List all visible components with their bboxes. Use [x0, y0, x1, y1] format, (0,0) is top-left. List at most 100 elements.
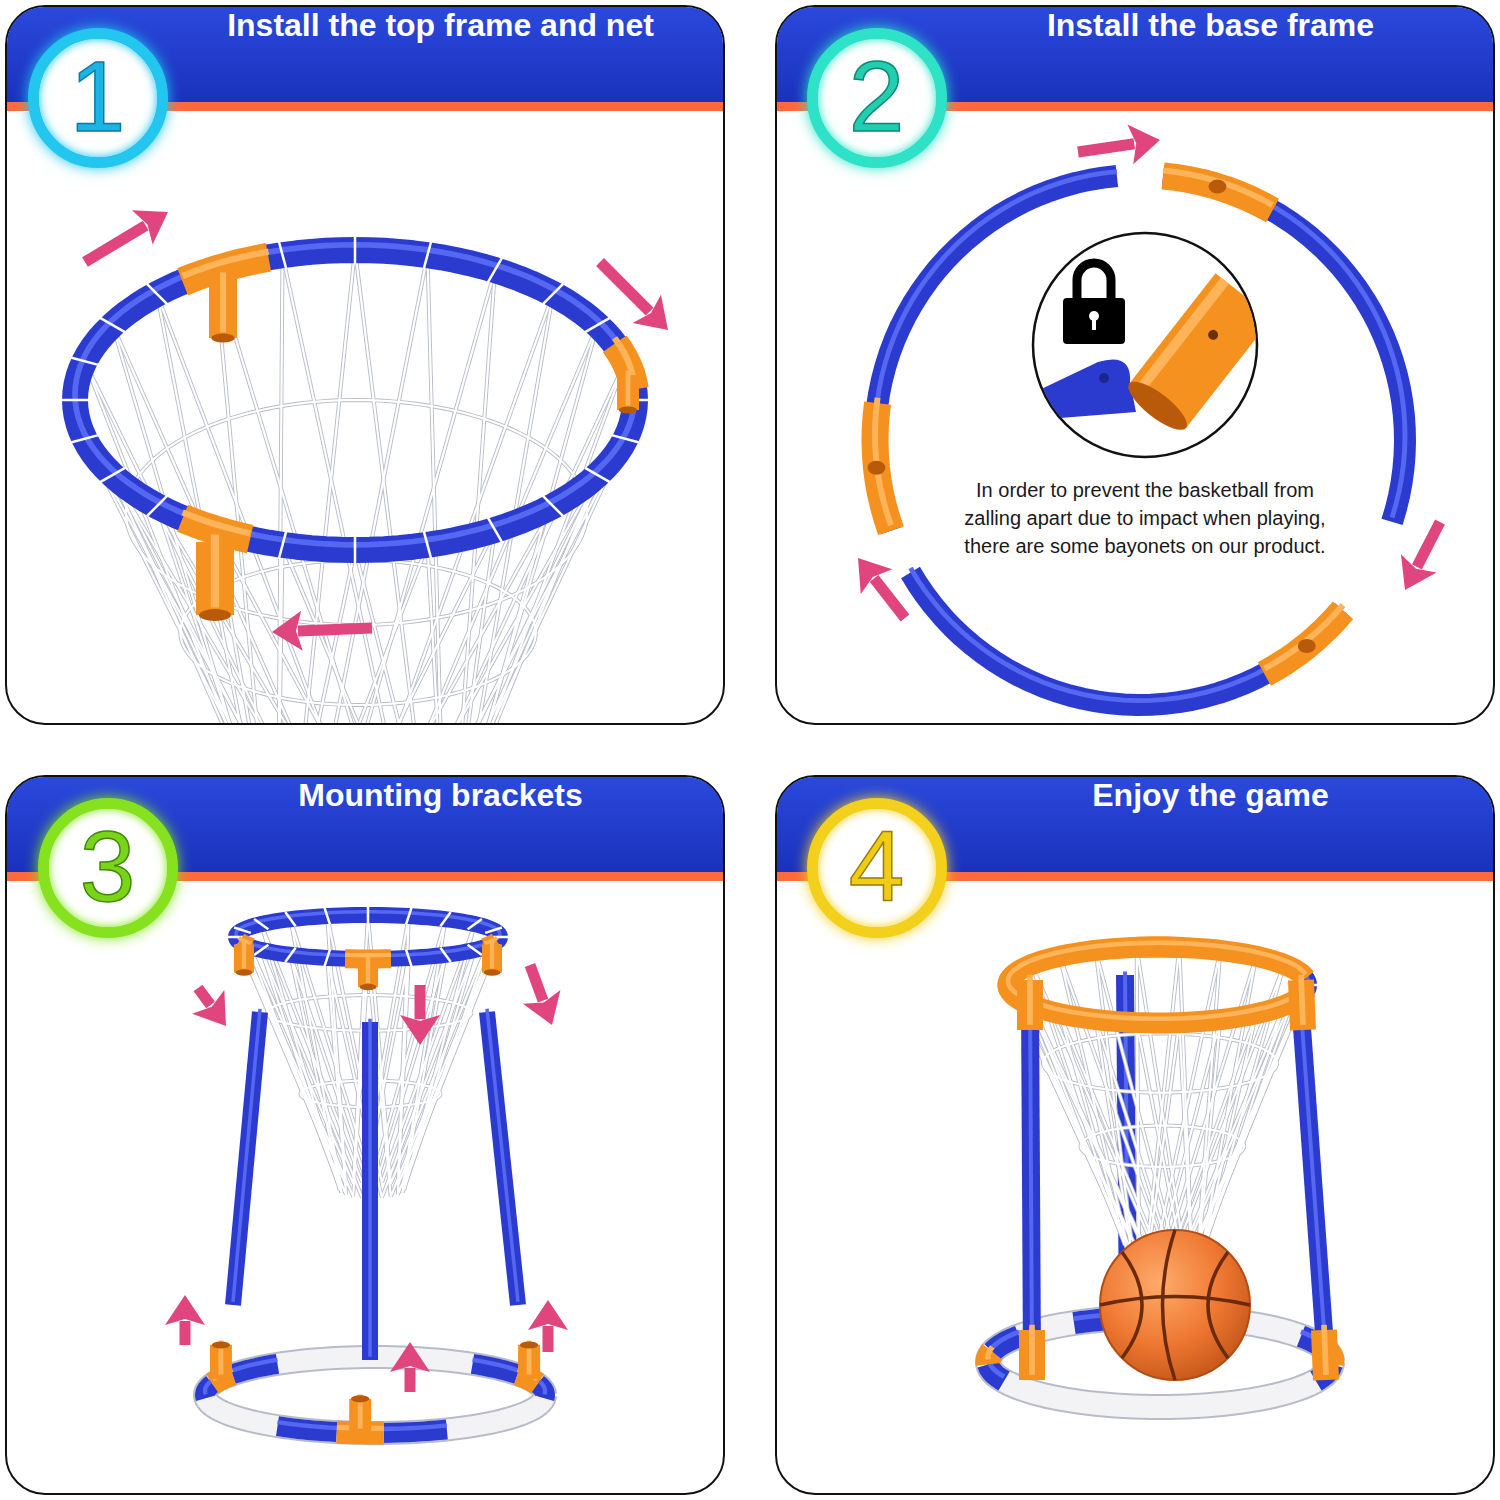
orange-connector-shine — [1163, 171, 1272, 205]
net-lace — [468, 945, 482, 955]
stem-end — [211, 334, 235, 343]
net-cord — [283, 545, 390, 723]
hoop-rim — [1008, 947, 1308, 1023]
panel-4-art — [988, 938, 1332, 1407]
lock-shackle — [1077, 263, 1111, 300]
pink-arrow-head — [1401, 554, 1437, 590]
pink-arrow-head — [858, 558, 892, 594]
net-lace — [440, 948, 450, 962]
basketball-seam — [1208, 1252, 1228, 1358]
net-cord — [1096, 950, 1132, 1239]
pink-arrow-shaft — [530, 965, 543, 1001]
base-tube-shine — [232, 1360, 277, 1370]
net-cord-shadow — [1043, 1033, 1277, 1092]
pink-arrow-head — [528, 1300, 568, 1330]
orange-connector-shine — [1137, 940, 1184, 945]
net-lace — [488, 258, 502, 283]
net-lace — [324, 908, 329, 925]
net-lace — [585, 318, 610, 332]
pink-arrow-shaft — [543, 1326, 554, 1352]
pink-arrow-head — [132, 210, 168, 244]
net-cord — [283, 255, 390, 723]
pink-arrow-head — [523, 990, 561, 1025]
orange-elbow-shine — [1029, 1325, 1035, 1375]
pink-arrow-shaft — [198, 988, 211, 1005]
panel-1-art — [61, 210, 668, 723]
step-number-badge: 2 — [807, 28, 947, 168]
pink-arrow-shaft — [180, 1321, 191, 1345]
step-title: Mounting brackets — [172, 777, 709, 872]
pink-arrow-head — [633, 295, 668, 330]
net-lace — [543, 496, 563, 516]
net-cord-shadow — [330, 255, 427, 723]
net-cord — [279, 255, 283, 723]
net-lace — [100, 318, 125, 332]
orange-connector — [1008, 947, 1307, 1023]
inset-art — [1035, 263, 1272, 437]
support-leg-shine — [233, 1009, 260, 1302]
pink-arrow-shaft — [298, 628, 372, 631]
step-number-badge: 3 — [38, 798, 178, 938]
hoop-rim — [75, 250, 635, 550]
support-leg-shine — [368, 1019, 372, 1357]
net-lace — [424, 531, 431, 559]
net-cord-shadow — [1096, 950, 1132, 1239]
base-tube-shine — [992, 1332, 1019, 1348]
net-lace — [279, 241, 286, 269]
stem-end — [351, 1395, 369, 1402]
net-cord — [330, 255, 427, 723]
net-lace — [367, 906, 370, 924]
stem-end — [199, 609, 231, 621]
net-lace — [254, 945, 268, 955]
step-title: Enjoy the game — [942, 777, 1479, 872]
base-frame-arc — [911, 573, 1343, 705]
step-number: 4 — [818, 809, 936, 927]
orange-stem-shine — [490, 941, 494, 969]
stem-end — [520, 1341, 538, 1348]
orange-elbow-shine — [1301, 975, 1303, 1025]
net-lace — [406, 950, 411, 967]
orange-connector-shine — [1264, 605, 1343, 669]
net-lace — [100, 468, 125, 482]
orange-tube — [1122, 273, 1272, 437]
basketball-seam — [1122, 1252, 1142, 1358]
orange-elbow-shine — [1027, 975, 1033, 1025]
net-cord — [1081, 1126, 1245, 1167]
step-number-badge: 1 — [28, 28, 168, 168]
lock-keyhole-slot — [1092, 318, 1096, 330]
step-number: 2 — [818, 39, 936, 157]
base-ring — [205, 1357, 545, 1433]
orange-elbow-shine — [1324, 1325, 1326, 1375]
orange-tube-shine — [1135, 278, 1229, 394]
net-lace — [147, 284, 167, 304]
step-title: Install the top frame and net — [172, 7, 709, 102]
net-lace — [354, 236, 357, 265]
net-lace — [234, 927, 251, 932]
step-panel: Install the base frame2 — [775, 5, 1495, 725]
basketball-seam — [1100, 1297, 1250, 1306]
pink-arrow-shaft — [415, 985, 426, 1019]
blue-tube-end — [1035, 360, 1136, 419]
net-lace — [485, 927, 502, 932]
basketball-seam — [1163, 1230, 1176, 1380]
base-tube-shine — [277, 1422, 336, 1428]
orange-stem-shine — [211, 534, 219, 607]
net-cord — [360, 270, 495, 723]
stem-end — [236, 969, 253, 975]
net-lace — [468, 919, 482, 929]
pink-arrow-head — [192, 990, 226, 1026]
connector-hole — [867, 461, 885, 475]
orange-stem-shine — [366, 955, 370, 983]
pink-arrow-shaft — [1417, 522, 1440, 567]
support-leg-shine — [487, 1009, 518, 1302]
step-panel: Enjoy the game4 — [775, 775, 1495, 1495]
step-title: Install the base frame — [942, 7, 1479, 102]
connector-hole — [1298, 639, 1316, 653]
net-cord — [1171, 956, 1257, 1235]
net-cord — [1043, 1033, 1277, 1092]
pink-arrow-head — [165, 1295, 205, 1325]
orange-stem-shine — [626, 371, 631, 406]
net-lace — [488, 518, 502, 543]
hoop-rim-shine — [1008, 943, 1308, 1019]
net-cord-shadow — [402, 930, 493, 1192]
